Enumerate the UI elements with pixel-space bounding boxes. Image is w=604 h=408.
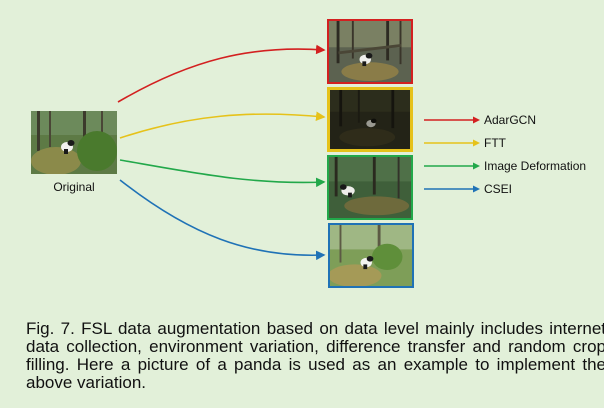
arrows (117, 44, 326, 261)
blue-arrow-icon (424, 185, 480, 192)
image-deformation-panda-image (327, 155, 413, 220)
yellow-arrow-icon (424, 139, 480, 146)
arrow-image-deformation (119, 159, 326, 188)
ftt-panda-image (327, 87, 413, 152)
legend-label-adargcn: AdarGCN (484, 112, 537, 127)
csei-panda-image (328, 223, 414, 288)
figure-caption: Fig. 7. FSL data augmentation based on d… (26, 319, 604, 392)
adargcn-panda-image (327, 19, 413, 84)
legend-label-ftt: FTT (484, 135, 506, 150)
legend-label-csei: CSEI (484, 181, 513, 196)
arrow-ftt (119, 111, 326, 139)
legend-item-image-deformation: Image Deformation (424, 154, 586, 177)
legend-item-adargcn: AdarGCN (424, 108, 586, 131)
arrow-adargcn (117, 44, 326, 103)
figure: Original (31, 19, 586, 288)
legend-item-ftt: FTT (424, 131, 586, 154)
legend-label-image-deformation: Image Deformation (484, 158, 587, 173)
legend-item-csei: CSEI (424, 177, 586, 200)
arrow-csei (119, 179, 326, 261)
legend: AdarGCN FTT Image Deformation CSEI (424, 108, 586, 200)
green-arrow-icon (424, 162, 480, 169)
red-arrow-icon (424, 116, 480, 123)
original-panda-image (31, 111, 117, 174)
original-label: Original (53, 180, 95, 194)
